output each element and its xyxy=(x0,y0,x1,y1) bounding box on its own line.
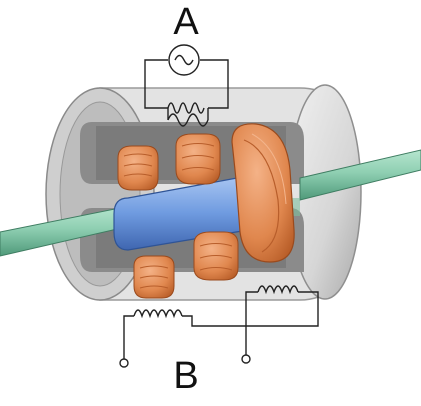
winding-lower-mid xyxy=(193,231,239,281)
coil-icon xyxy=(167,102,205,114)
ac-source-icon xyxy=(168,44,200,76)
label-b: B xyxy=(173,355,198,397)
coil-icon xyxy=(133,309,183,319)
primary-circuit xyxy=(144,44,229,127)
terminal-icon xyxy=(241,354,251,364)
secondary-circuit xyxy=(119,285,319,368)
winding-upper-left xyxy=(117,145,159,191)
winding-lower-left xyxy=(133,255,175,299)
winding-upper-mid xyxy=(175,133,221,185)
winding-ring xyxy=(231,123,295,263)
terminal-icon xyxy=(119,358,129,368)
label-a: A xyxy=(173,1,199,43)
